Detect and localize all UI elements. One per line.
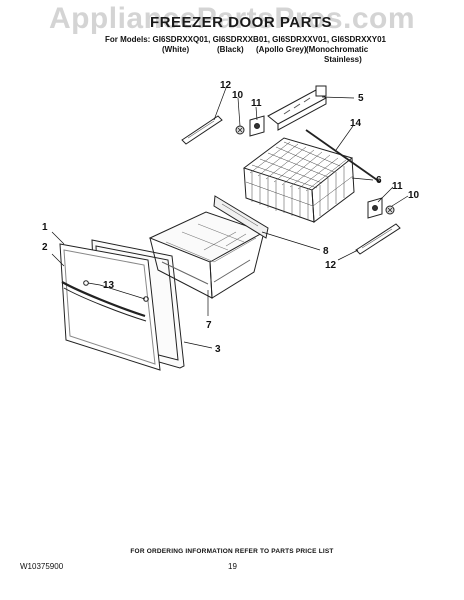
callout-5: 5 [358,93,364,104]
rod [305,129,381,183]
drawer-slide-right [355,223,401,255]
callout-10-lower: 10 [408,190,420,201]
callout-11-upper: 11 [251,98,262,109]
callout-10-upper: 10 [232,90,244,101]
model-list: For Models: GI6SDRXXQ01, GI6SDRXXB01, GI… [105,35,386,44]
drawer-slide-left [181,115,223,145]
callout-13: 13 [103,280,115,291]
mounting-bracket-left [249,115,265,137]
variant-stainless: Stainless) [324,55,362,64]
callout-3: 3 [215,344,221,355]
callout-12-lower: 12 [325,260,337,271]
leader-lines [51,87,409,349]
variant-black: (Black) [217,45,244,54]
callout-14: 14 [350,118,362,129]
document-number: W10375900 [20,562,64,571]
callout-2: 2 [42,242,48,253]
variant-monochromatic: (Monochromatic [306,45,369,54]
callout-12-upper: 12 [220,80,232,91]
callout-6: 6 [376,175,382,186]
callout-8: 8 [323,246,329,257]
mounting-bracket-right [367,197,383,219]
page-title: FREEZER DOOR PARTS [150,14,333,31]
callout-7: 7 [206,320,212,331]
page-number: 19 [228,562,237,571]
handle-screw-right [143,296,149,302]
watermark: AppliancePartsPros.com [48,2,416,35]
variant-white: (White) [162,45,190,54]
variant-apollo-grey: (Apollo Grey) [256,45,307,54]
basket-guide-bracket [267,85,327,131]
screw-right [385,205,395,215]
callout-11-lower: 11 [392,181,403,192]
drawer-handle [61,281,147,322]
ordering-note: FOR ORDERING INFORMATION REFER TO PARTS … [130,548,334,555]
upper-wire-basket [242,137,355,223]
drawer-front-panel [59,243,161,371]
screw-left [235,125,245,135]
callout-1: 1 [42,222,48,233]
drawer-slide-rail [213,195,269,239]
